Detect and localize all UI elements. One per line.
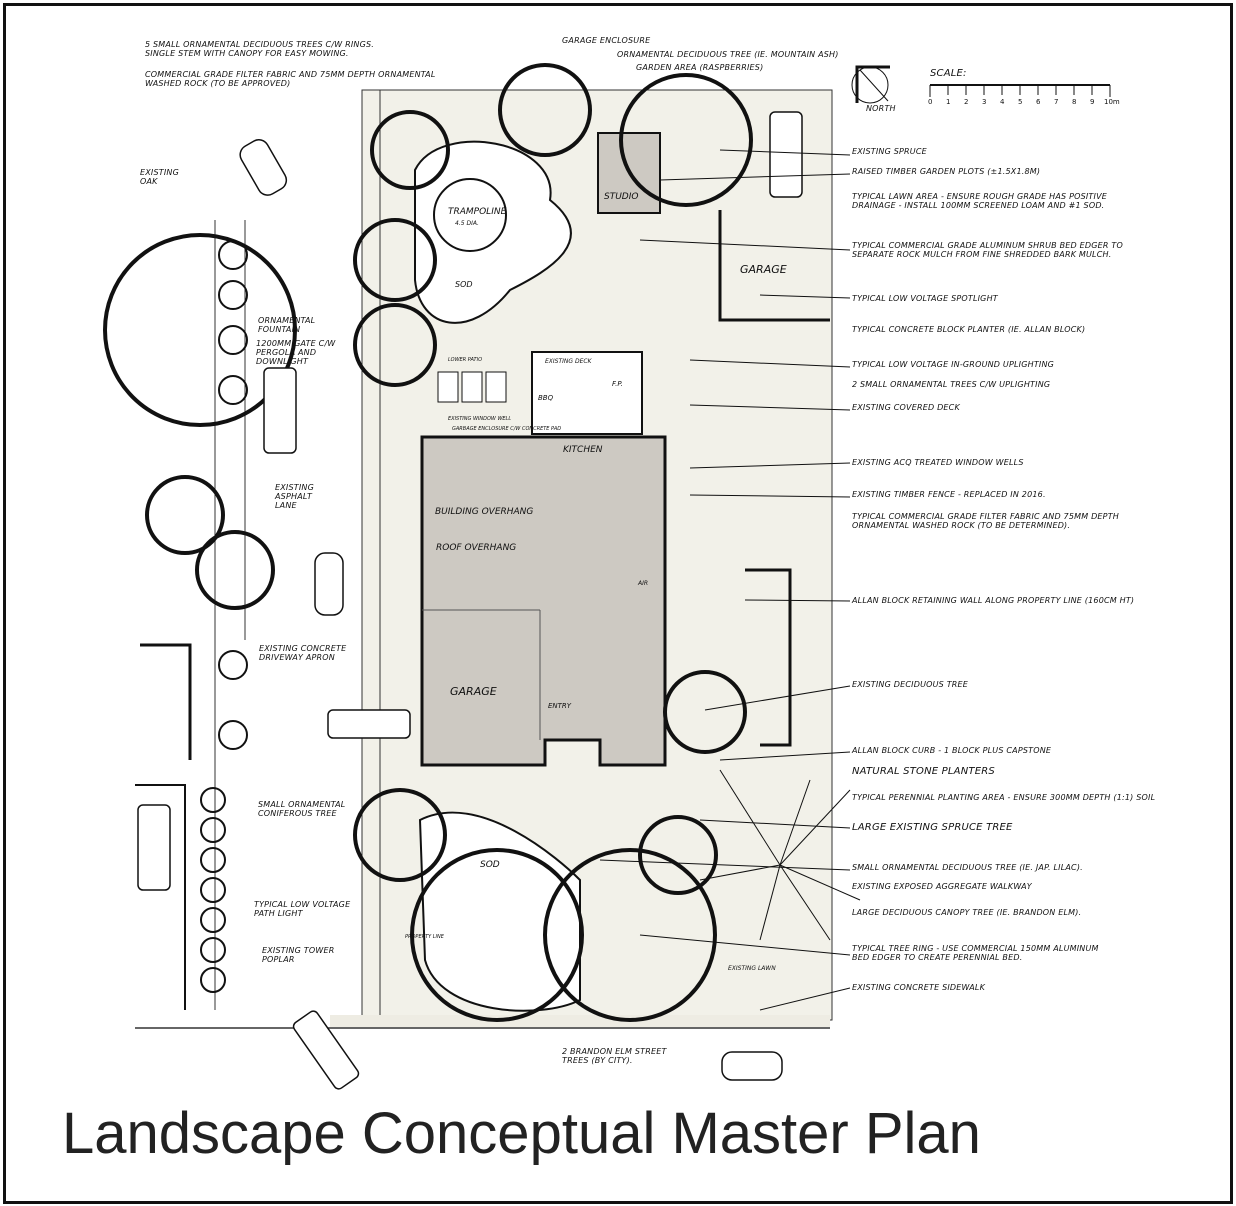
note-right: Raised timber garden plots (±1.5x1.8m) <box>852 167 1041 176</box>
garage-label: Garage <box>450 685 497 698</box>
note-right: Existing covered deck <box>852 403 960 412</box>
canopy-tree <box>410 848 584 1022</box>
note-right: Existing concrete sidewalk <box>852 983 986 992</box>
note-right: Typical low voltage spotlight <box>852 294 998 303</box>
north-arrow-icon <box>851 65 890 104</box>
air-label: Air <box>638 580 649 587</box>
note-right: Typical concrete block planter (ie. Alla… <box>852 325 1086 334</box>
note-left: Existing towerpoplar <box>262 946 335 964</box>
note-mountain-ash: Ornamental deciduous tree (ie. Mountain … <box>617 50 839 59</box>
trampoline-label: Trampoline <box>448 207 507 217</box>
note-garage-enclosure: Garage enclosure <box>562 36 651 45</box>
sod-label: Sod <box>480 860 500 870</box>
scale-tick: 10m <box>1104 98 1120 106</box>
note-right: Existing spruce <box>852 147 927 156</box>
note-right: Typical commercial grade filter fabric a… <box>852 512 1120 530</box>
note-left: Small ornamentalconiferous tree <box>258 800 346 818</box>
kitchen-label: Kitchen <box>563 445 603 455</box>
existing-deciduous-tree <box>663 670 747 754</box>
car <box>769 111 803 198</box>
window-well-label: Existing window well <box>448 416 512 422</box>
scale-tick: 8 <box>1072 98 1077 106</box>
note-right: Small ornamental deciduous tree (ie. Jap… <box>852 863 1083 872</box>
scale-bar <box>929 84 1111 97</box>
note-right: Large existing spruce tree <box>852 822 1013 833</box>
note-garden-area: Garden area (raspberries) <box>636 63 764 72</box>
car <box>239 139 288 196</box>
roof-overhang-label: Roof overhang <box>436 543 517 553</box>
scale-tick: 9 <box>1090 98 1095 106</box>
bbq-label: BBQ <box>538 394 554 402</box>
note-left: Ornamentalfountain <box>258 316 316 334</box>
north-label: North <box>866 104 896 113</box>
note-right: Existing deciduous tree <box>852 680 969 689</box>
fireplace-label: F.P. <box>612 380 623 388</box>
truck <box>292 1010 360 1090</box>
garbage-enclosure-label: Garbage enclosure c/w concrete pad <box>452 426 562 432</box>
neighbor-garage-label: Garage <box>740 263 787 276</box>
note-right: Existing timber fence - replaced in 2016… <box>852 490 1046 499</box>
property-line-label: Property line <box>405 934 444 940</box>
note-right: Typical tree ring - use commercial 150mm… <box>852 944 1099 962</box>
car <box>721 1051 783 1081</box>
plan-title: Landscape Conceptual Master Plan <box>62 1101 981 1166</box>
note-right: Existing ACQ treated window wells <box>852 458 1024 467</box>
note-right: Existing exposed aggregate walkway <box>852 882 1032 891</box>
coniferous-tree <box>353 788 447 882</box>
large-spruce-tree <box>699 769 861 941</box>
scale-tick: 6 <box>1036 98 1041 106</box>
note-right: Typical commercial grade aluminum shrub … <box>852 241 1123 259</box>
scale-tick: 0 <box>928 98 933 106</box>
scale-tick: 7 <box>1054 98 1059 106</box>
note-left: Typical low voltagepath light <box>254 900 351 918</box>
building-overhang-label: Building overhang <box>435 507 534 517</box>
street-trees-note: 2 Brandon Elm streettrees (by City). <box>562 1047 667 1065</box>
sod-label: Sod <box>455 280 473 289</box>
studio-label: Studio <box>604 192 639 202</box>
sidewalk <box>330 1015 830 1027</box>
note-right: Typical perennial planting area - ensure… <box>852 793 1156 802</box>
house-footprint <box>420 435 667 767</box>
scale-tick: 2 <box>964 98 969 106</box>
lower-patio-label: Lower patio <box>448 357 483 363</box>
scale-tick: 1 <box>946 98 951 106</box>
note-right: Natural stone planters <box>852 766 995 777</box>
note-left: 1200mm gate c/wpergola anddownlight <box>256 339 336 366</box>
canopy-tree <box>543 848 717 1022</box>
note-ornamental-trees: 5 small ornamental deciduous trees c/w r… <box>145 40 375 58</box>
sheet-border <box>3 3 1233 1204</box>
car <box>263 367 297 454</box>
existing-deck-label: Existing deck <box>545 358 592 365</box>
note-right: Typical lawn area - ensure rough grade h… <box>852 192 1108 210</box>
note-left: Existing concretedriveway apron <box>259 644 347 662</box>
car <box>137 804 171 891</box>
existing-deck <box>531 351 643 435</box>
note-right: 2 small ornamental trees c/w uplighting <box>852 380 1051 389</box>
note-filter-fabric: Commercial grade filter fabric and 75mm … <box>145 70 436 88</box>
tower-poplars <box>200 240 248 993</box>
note-left: Existingasphaltlane <box>275 483 315 510</box>
trampoline <box>433 178 507 252</box>
entry-label: Entry <box>548 702 572 710</box>
existing-oak <box>103 233 297 427</box>
truck <box>327 709 411 739</box>
mountain-ash <box>498 63 592 157</box>
lilac-tree <box>638 815 718 895</box>
scale-tick: 5 <box>1018 98 1023 106</box>
scale-tick: 3 <box>982 98 987 106</box>
scale-tick: 4 <box>1000 98 1005 106</box>
trampoline-size: 4.5 dia. <box>455 220 479 227</box>
scale-label: Scale: <box>930 68 967 79</box>
note-right: Allan Block retaining wall along propert… <box>852 596 1135 605</box>
existing-lawn-label: Existing lawn <box>728 965 776 972</box>
note-right: Large deciduous canopy tree (ie. Brandon… <box>852 908 1082 917</box>
note-right: Allan Block curb - 1 block plus capstone <box>852 746 1052 755</box>
note-right: Typical low voltage in-ground uplighting <box>852 360 1055 369</box>
existing-spruce <box>619 73 753 207</box>
note-left: Existingoak <box>140 168 180 186</box>
car <box>314 552 344 616</box>
